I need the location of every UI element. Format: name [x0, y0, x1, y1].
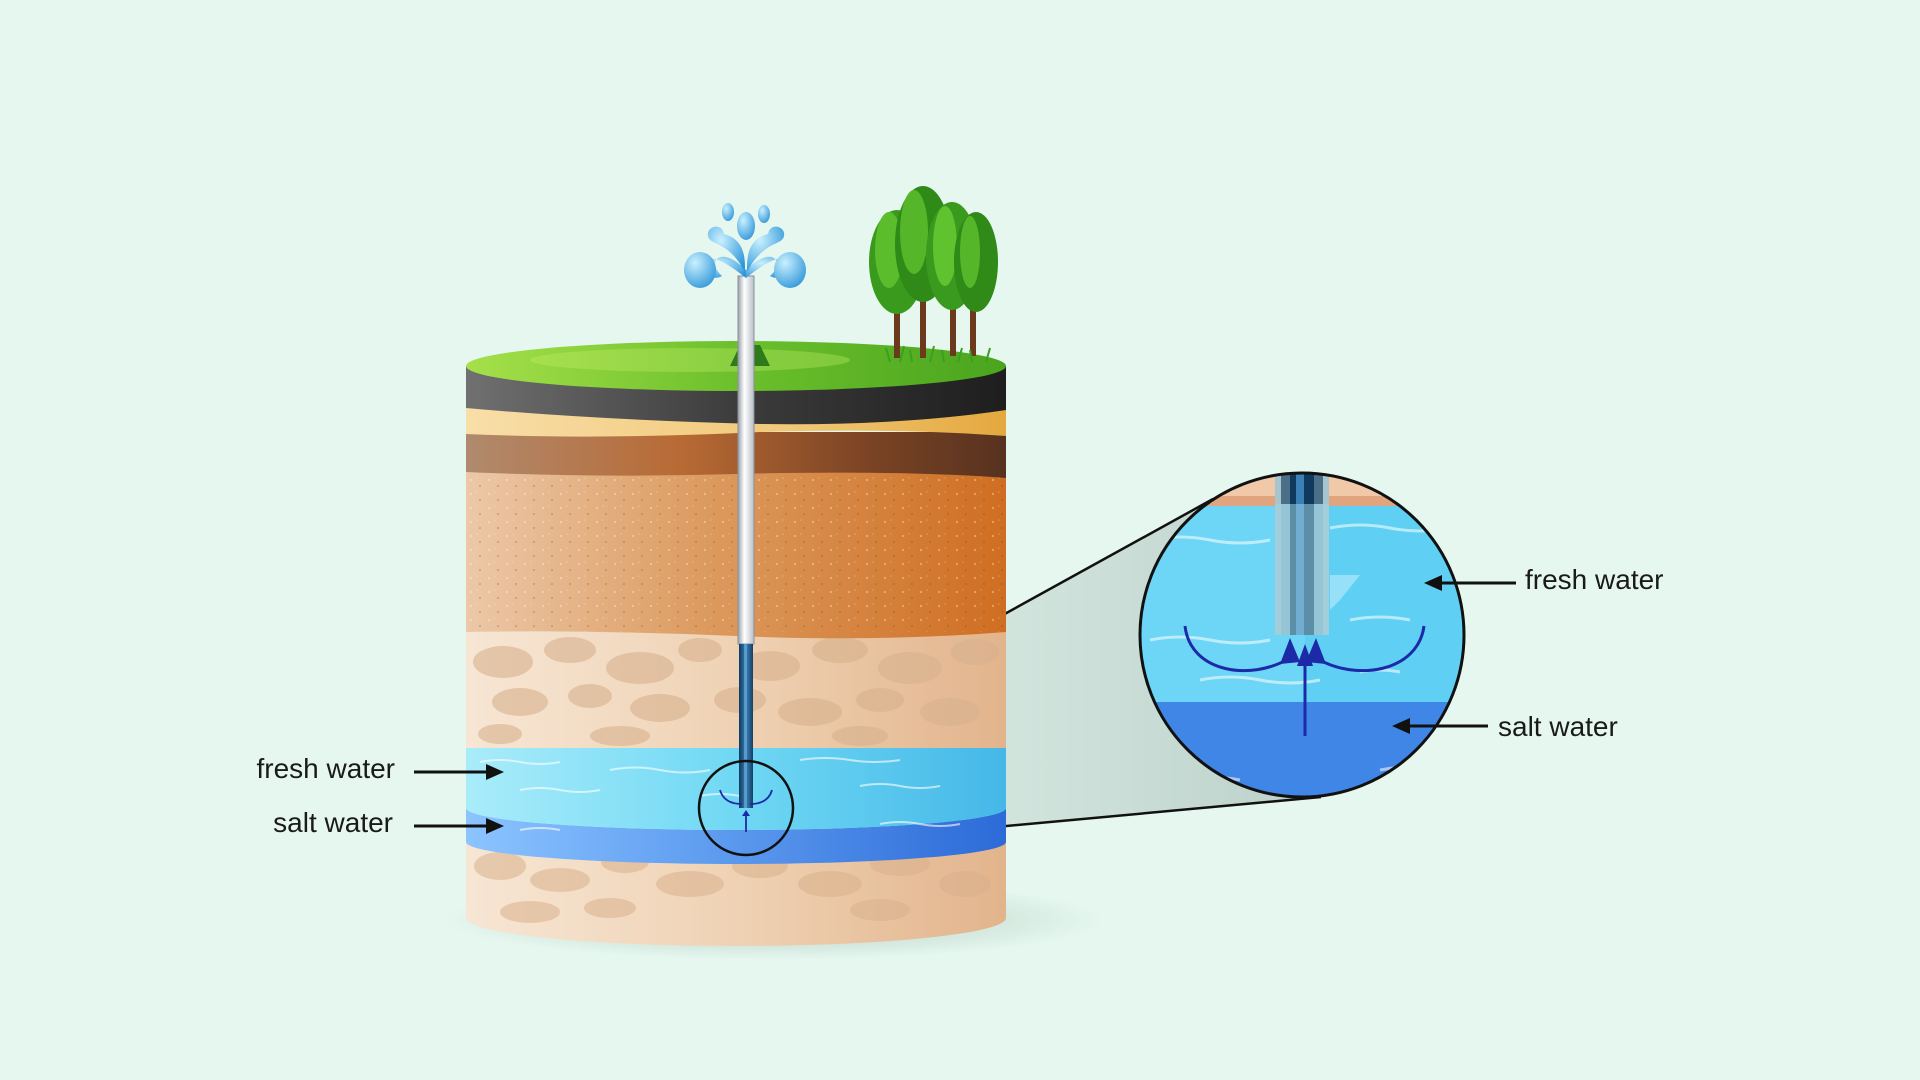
arrowheads: [486, 575, 1442, 834]
zoom-fresh-water-label: fresh water: [1525, 564, 1664, 595]
label-arrows: [414, 581, 1516, 828]
grass-highlight: [530, 348, 850, 372]
pebble-stones: [473, 637, 999, 746]
water-ripples: [479, 757, 961, 831]
salt-water-layer: [466, 808, 1006, 864]
fresh-water-label: fresh water: [256, 753, 396, 784]
water-splash-icon: [684, 203, 806, 288]
zoom-salt-water-label: salt water: [1498, 711, 1618, 742]
trees-icon: [869, 186, 998, 363]
well-pipe: [737, 275, 755, 808]
clay-layer: [466, 432, 1006, 478]
soil-texture: [466, 470, 1006, 632]
small-zoom-circle: [697, 759, 795, 857]
salt-water-label: salt water: [273, 807, 393, 838]
fresh-water-layer: [466, 748, 1006, 830]
flow-arrows: [1183, 625, 1426, 736]
soil-cylinder: [466, 341, 1006, 946]
